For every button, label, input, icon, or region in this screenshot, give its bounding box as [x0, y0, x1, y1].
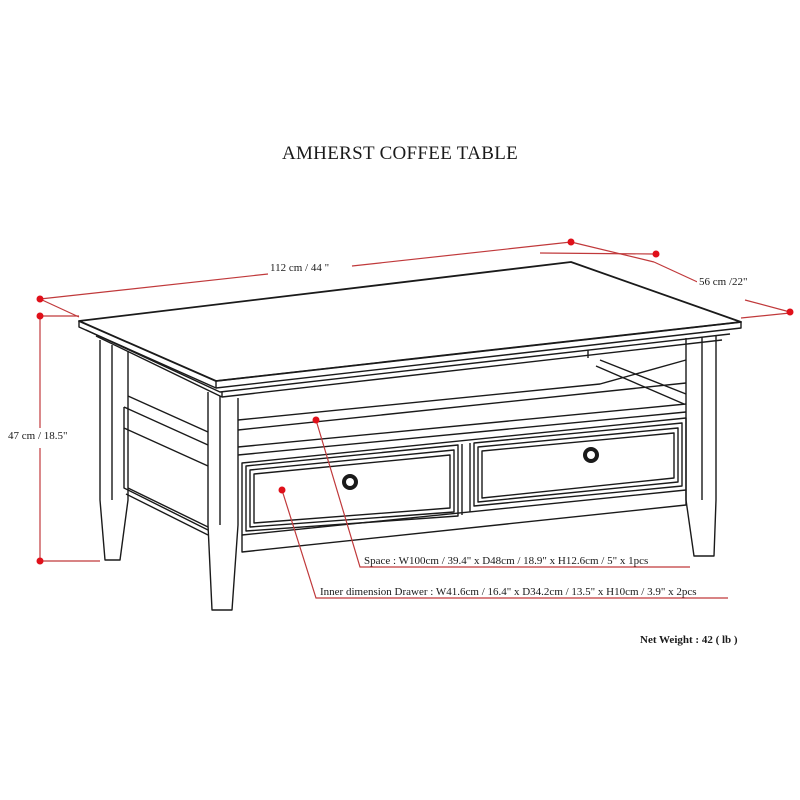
drawer-knob-right	[583, 447, 599, 463]
drawer-knob-left	[342, 474, 358, 490]
table-outline	[78, 261, 742, 611]
dimension-lines	[39, 241, 791, 599]
net-weight-label: Net Weight : 42 ( lb )	[640, 634, 738, 646]
diagram-title: AMHERST COFFEE TABLE	[281, 143, 519, 164]
drawer-annotation: Inner dimension Drawer : W41.6cm / 16.4"…	[320, 586, 697, 598]
dimension-dots	[36, 238, 794, 565]
width-dimension-label: 112 cm / 44 "	[268, 262, 332, 274]
height-dimension-label: 47 cm / 18.5"	[6, 430, 70, 442]
space-annotation: Space : W100cm / 39.4" x D48cm / 18.9" x…	[364, 555, 649, 567]
depth-dimension-label: 56 cm /22"	[697, 276, 750, 288]
